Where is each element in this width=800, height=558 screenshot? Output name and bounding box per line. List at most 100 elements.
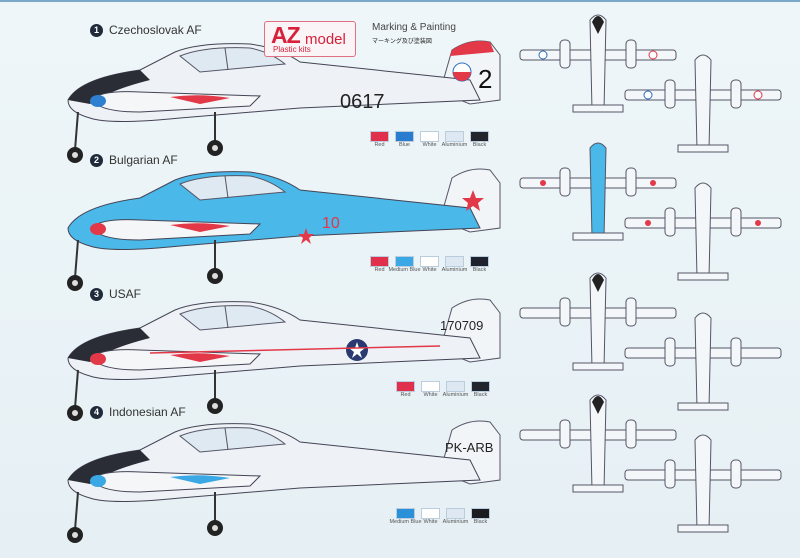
canopy-frame: [224, 47, 229, 71]
swatch-color: [396, 508, 415, 519]
engine-nacelle-right: [625, 419, 637, 449]
star-insignia: [650, 180, 656, 186]
anti-glare-panel: [592, 16, 604, 34]
tail-stripe: [450, 41, 494, 56]
canopy-frame: [224, 427, 229, 451]
roundel: [648, 50, 658, 60]
anti-glare-panel: [592, 396, 604, 414]
plan-view: [519, 142, 677, 241]
roundel: [643, 90, 653, 100]
swatch-color: [446, 508, 465, 519]
scheme-name: Bulgarian AF: [109, 153, 178, 167]
wheel-hub: [212, 273, 218, 279]
color-swatch: White: [420, 131, 439, 148]
anti-glare-panel: [68, 450, 150, 484]
swatch-label: Aluminium: [442, 519, 469, 525]
plan-view: [624, 312, 782, 411]
swatch-color: [446, 381, 465, 392]
anti-glare-panel: [592, 274, 604, 292]
engine-nacelle-right: [730, 79, 742, 109]
engine-nacelle-right: [730, 459, 742, 489]
engine-nacelle-left: [664, 337, 676, 367]
color-swatch: Red: [370, 256, 389, 273]
swatch-label: Aluminium: [441, 142, 468, 148]
plan-view: [519, 272, 677, 371]
aircraft-serial: 10: [322, 215, 340, 232]
nacelle-stripe: [170, 95, 230, 104]
swatch-label: Medium Blue: [388, 267, 421, 273]
color-swatch: Aluminium: [442, 131, 467, 148]
nacelle-stripe: [170, 223, 230, 232]
engine-nacelle-right: [730, 207, 742, 237]
swatch-color: [370, 256, 389, 267]
brand-sub: Plastic kits: [273, 45, 311, 54]
nacelle-stripe: [170, 353, 230, 362]
color-swatch: Medium Blue: [388, 256, 421, 273]
nose-gear-strut: [74, 369, 79, 409]
fuselage-plan: [694, 312, 712, 409]
color-swatch: Black: [470, 131, 489, 148]
roundel: [538, 50, 548, 60]
swatch-color: [370, 131, 389, 142]
color-swatch: Medium Blue: [389, 508, 422, 525]
tail-code: 2: [478, 64, 492, 94]
tailplane: [572, 104, 624, 113]
propeller-spinner: [90, 95, 106, 107]
tailplane: [677, 524, 729, 533]
swatch-color: [445, 256, 464, 267]
color-swatch: Red: [370, 131, 389, 148]
wheel-hub: [212, 403, 218, 409]
anti-glare-panel: [68, 70, 150, 104]
engine-nacelle-right: [625, 167, 637, 197]
aircraft-serial: 0617: [340, 91, 385, 113]
plan-view: [624, 54, 782, 153]
swatch-color: [396, 381, 415, 392]
wheel-hub: [212, 525, 218, 531]
canopy: [179, 47, 287, 73]
scheme-number: 1: [90, 23, 103, 37]
tailplane: [572, 484, 624, 493]
star-insignia: [755, 220, 761, 226]
color-swatch: White: [420, 256, 439, 273]
swatch-label: Black: [473, 519, 488, 525]
brand-suffix: model: [305, 31, 346, 48]
engine-nacelle-left: [559, 297, 571, 327]
side-view-3: 170709: [67, 298, 501, 421]
canopy-frame: [224, 175, 229, 199]
color-swatch: Aluminium: [443, 381, 468, 398]
nose-gear-strut: [74, 111, 79, 151]
sheet-heading: Marking & Painting: [372, 22, 456, 33]
plan-view: [624, 434, 782, 533]
engine-nacelle-left: [559, 167, 571, 197]
wheel-hub: [72, 152, 78, 158]
aircraft-serial: PK-ARB: [445, 440, 493, 455]
swatch-label: White: [423, 519, 438, 525]
canopy-frame: [224, 305, 229, 329]
fuselage-plan: [589, 142, 607, 239]
wheel-hub: [212, 145, 218, 151]
engine-nacelle-left: [559, 419, 571, 449]
canopy: [179, 427, 287, 453]
nacelle-stripe: [170, 475, 230, 484]
swatch-label: Aluminium: [442, 392, 469, 398]
swatch-color: [471, 508, 490, 519]
canopy: [179, 305, 287, 331]
engine-nacelle-left: [664, 79, 676, 109]
swatch-label: White: [423, 392, 438, 398]
plan-view: [519, 394, 677, 493]
fuselage-plan: [694, 182, 712, 279]
swatch-color: [421, 508, 440, 519]
nose-gear-strut: [74, 491, 79, 531]
side-view-1: 0617 2: [67, 40, 501, 163]
roundel: [753, 90, 763, 100]
color-swatch: Red: [396, 381, 415, 398]
swatch-color: [470, 256, 489, 267]
swatch-color: [395, 256, 414, 267]
propeller-spinner: [90, 353, 106, 365]
engine-nacelle-right: [730, 337, 742, 367]
